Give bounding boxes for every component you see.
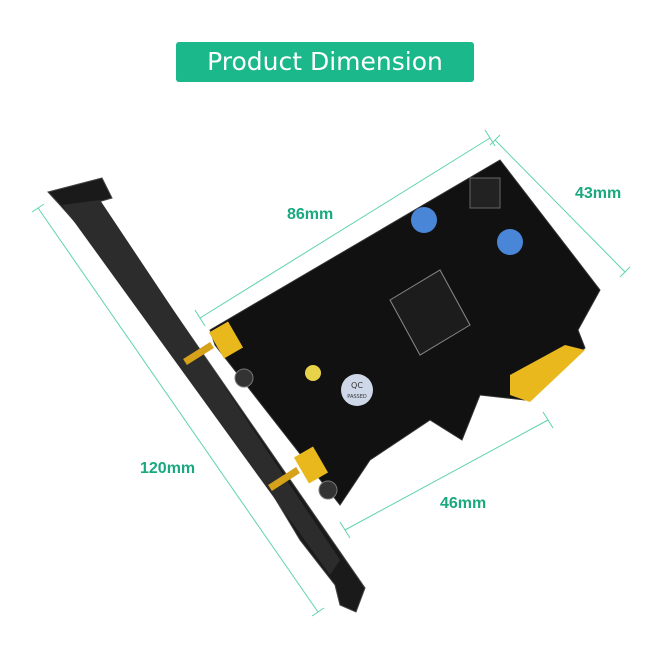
title-banner: Product Dimension	[176, 42, 474, 82]
pcie-gold-fingers	[510, 345, 585, 402]
dim-line-86	[199, 137, 491, 319]
dim-line-43	[494, 139, 626, 273]
antenna-stub	[183, 342, 214, 365]
dimension-bottom-label: 46mm	[440, 495, 487, 512]
dimension-height-label: 120mm	[140, 460, 196, 477]
screw	[234, 368, 254, 388]
dim-line-46	[344, 419, 549, 531]
capacitor	[497, 229, 523, 255]
screw	[318, 480, 338, 500]
m2-slot	[389, 269, 471, 356]
bracket-highlight	[62, 200, 340, 575]
capacitor	[411, 207, 437, 233]
dim-line-120	[37, 207, 319, 613]
pin-header	[469, 177, 501, 209]
qc-label: QC	[351, 381, 363, 390]
dimension-length-label: 86mm	[287, 206, 334, 223]
qc-passed-sticker	[341, 374, 373, 406]
antenna-connector	[293, 446, 329, 484]
antenna-stub	[268, 467, 300, 491]
dimension-lines	[31, 129, 631, 617]
antenna-connector	[208, 321, 244, 359]
passed-label: PASSED	[347, 394, 367, 400]
dimension-width-label: 43mm	[575, 185, 622, 202]
mount-hole	[305, 365, 321, 381]
